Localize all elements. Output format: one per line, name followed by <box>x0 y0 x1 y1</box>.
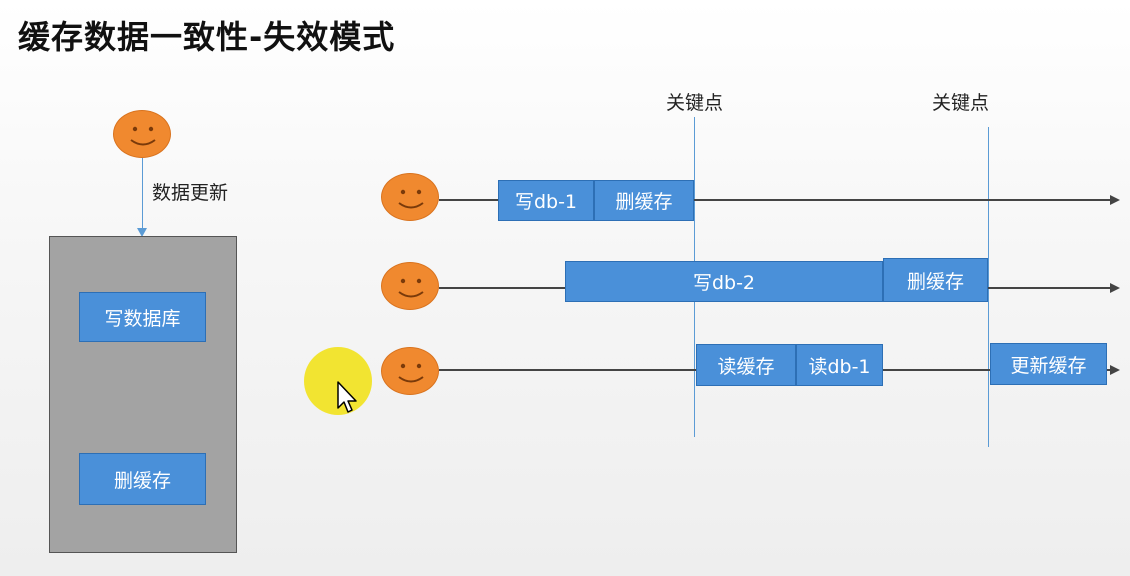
smiley-face-icon <box>381 173 439 221</box>
row1-write-db: 写db-1 <box>498 180 594 221</box>
smiley-face-icon <box>113 110 171 158</box>
row2-delete-cache: 删缓存 <box>883 258 988 302</box>
timeline-row-1 <box>439 199 1111 201</box>
arrow-right-icon <box>1110 283 1120 293</box>
row3-read-cache: 读缓存 <box>696 344 796 386</box>
arrow-label: 数据更新 <box>152 182 229 204</box>
arrow-down-icon <box>137 228 147 237</box>
smiley-face-icon <box>381 347 439 395</box>
row2-write-db: 写db-2 <box>565 261 883 302</box>
row3-update-cache: 更新缓存 <box>990 343 1107 385</box>
key-point-label-1: 关键点 <box>666 92 724 114</box>
smiley-face-icon <box>381 262 439 310</box>
arrow-right-icon <box>1110 365 1120 375</box>
mouse-cursor-icon <box>336 380 358 418</box>
step-write-db: 写数据库 <box>79 292 206 342</box>
row1-delete-cache: 删缓存 <box>594 180 694 221</box>
process-panel <box>49 236 237 553</box>
step-delete-cache: 删缓存 <box>79 453 206 505</box>
page-title: 缓存数据一致性-失效模式 <box>18 18 396 56</box>
row3-read-db: 读db-1 <box>796 344 883 386</box>
arrow-right-icon <box>1110 195 1120 205</box>
key-point-label-2: 关键点 <box>932 92 990 114</box>
update-arrow-line <box>142 158 143 230</box>
